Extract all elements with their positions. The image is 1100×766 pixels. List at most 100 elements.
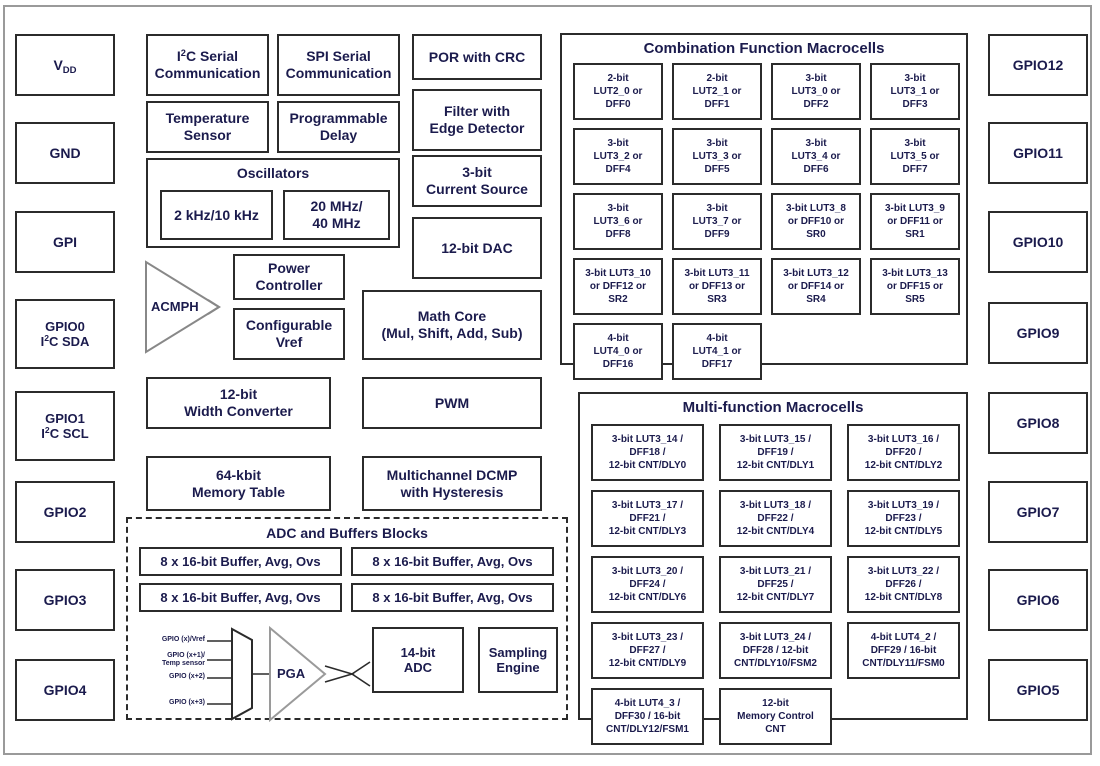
mux-input-label-3: GPIO (x+3)	[145, 699, 205, 707]
multifunction-macrocell-3[interactable]: 3-bit LUT3_17 /DFF21 /12-bit CNT/DLY3	[591, 490, 704, 547]
multifunction-macrocell-8-label: 3-bit LUT3_22 /DFF26 /12-bit CNT/DLY8	[864, 566, 943, 603]
pin-gpio10-label: GPIO10	[1012, 233, 1064, 250]
pin-gpio0[interactable]: GPIO0 I2C SDA	[15, 299, 115, 369]
block-dac[interactable]: 12-bit DAC	[412, 217, 542, 279]
pin-gnd[interactable]: GND	[15, 122, 115, 184]
multifunction-macrocell-7[interactable]: 3-bit LUT3_21 /DFF25 /12-bit CNT/DLY7	[719, 556, 832, 613]
pin-gnd-label: GND	[49, 144, 81, 161]
spi-serial-line2: Communication	[285, 65, 392, 81]
multifunction-macrocell-7-label: 3-bit LUT3_21 /DFF25 /12-bit CNT/DLY7	[736, 566, 815, 603]
pin-vdd[interactable]: VDD	[15, 34, 115, 96]
block-osc-low-frequency[interactable]: 2 kHz/10 kHz	[160, 190, 273, 240]
pin-gpi-label: GPI	[52, 233, 78, 250]
multifunction-macrocell-9[interactable]: 3-bit LUT3_23 /DFF27 /12-bit CNT/DLY9	[591, 622, 704, 679]
pin-gpio12[interactable]: GPIO12	[988, 34, 1088, 96]
sampling-engine-line2: Engine	[496, 660, 540, 675]
block-por-with-crc[interactable]: POR with CRC	[412, 34, 542, 80]
configurable-vref-line1: Configurable	[245, 317, 333, 334]
block-adc[interactable]: 14-bit ADC	[372, 627, 464, 693]
block-filter-edge-detector[interactable]: Filter with Edge Detector	[412, 89, 542, 151]
adc-buffer-4[interactable]: 8 x 16-bit Buffer, Avg, Ovs	[351, 583, 554, 612]
multifunction-macrocell-5[interactable]: 3-bit LUT3_19 /DFF23 /12-bit CNT/DLY5	[847, 490, 960, 547]
block-multichannel-dcmp[interactable]: Multichannel DCMP with Hysteresis	[362, 456, 542, 511]
pin-gpio5[interactable]: GPIO5	[988, 659, 1088, 721]
pin-gpi[interactable]: GPI	[15, 211, 115, 273]
adc-buffer-1-label: 8 x 16-bit Buffer, Avg, Ovs	[160, 553, 321, 569]
power-controller-line1: Power	[267, 260, 310, 277]
pin-gpio9[interactable]: GPIO9	[988, 302, 1088, 364]
adc-buffer-3-label: 8 x 16-bit Buffer, Avg, Ovs	[160, 589, 321, 605]
pin-gpio8-label: GPIO8	[1016, 414, 1060, 431]
pin-gpio2[interactable]: GPIO2	[15, 481, 115, 543]
mux-input-2-text: GPIO (x+2)	[169, 673, 205, 680]
block-configurable-vref[interactable]: Configurable Vref	[233, 308, 345, 360]
block-power-controller[interactable]: Power Controller	[233, 254, 345, 300]
pin-gpio6[interactable]: GPIO6	[988, 569, 1088, 631]
filter-edge-line2: Edge Detector	[429, 120, 525, 136]
pin-gpio1-label: GPIO1	[45, 410, 85, 426]
pin-gpio3[interactable]: GPIO3	[15, 569, 115, 631]
block-current-source[interactable]: 3-bit Current Source	[412, 155, 542, 207]
multifunction-macrocell-2[interactable]: 3-bit LUT3_16 /DFF20 /12-bit CNT/DLY2	[847, 424, 960, 481]
block-math-core[interactable]: Math Core (Mul, Shift, Add, Sub)	[362, 290, 542, 360]
multifunction-macrocell-4-label: 3-bit LUT3_18 /DFF22 /12-bit CNT/DLY4	[736, 500, 815, 537]
block-pwm[interactable]: PWM	[362, 377, 542, 429]
pin-gpio11[interactable]: GPIO11	[988, 122, 1088, 184]
pin-gpio8[interactable]: GPIO8	[988, 392, 1088, 454]
multifunction-macrocell-8[interactable]: 3-bit LUT3_22 /DFF26 /12-bit CNT/DLY8	[847, 556, 960, 613]
combination-macrocells-title: Combination Function Macrocells	[643, 40, 885, 57]
multifunction-macrocell-0[interactable]: 3-bit LUT3_14 /DFF18 /12-bit CNT/DLY0	[591, 424, 704, 481]
adc-buffer-2[interactable]: 8 x 16-bit Buffer, Avg, Ovs	[351, 547, 554, 576]
temp-sensor-line1: Temperature	[165, 110, 250, 127]
pin-gpio7[interactable]: GPIO7	[988, 481, 1088, 543]
memory-table-line2: Memory Table	[191, 483, 286, 500]
prog-delay-line2: Delay	[319, 127, 358, 143]
i2c-serial-line1: I2C Serial	[176, 48, 239, 65]
pin-gpio4[interactable]: GPIO4	[15, 659, 115, 721]
block-i2c-serial-communication[interactable]: I2C Serial Communication	[146, 34, 269, 96]
multifunction-macrocell-1[interactable]: 3-bit LUT3_15 /DFF19 /12-bit CNT/DLY1	[719, 424, 832, 481]
adc-buffers-title: ADC and Buffers Blocks	[266, 525, 428, 541]
block-width-converter[interactable]: 12-bit Width Converter	[146, 377, 331, 429]
pin-gpio1[interactable]: GPIO1 I2C SCL	[15, 391, 115, 461]
block-temperature-sensor[interactable]: Temperature Sensor	[146, 101, 269, 153]
filter-edge-line1: Filter with	[443, 103, 511, 120]
block-spi-serial-communication[interactable]: SPI Serial Communication	[277, 34, 400, 96]
block-osc-high-frequency[interactable]: 20 MHz/ 40 MHz	[283, 190, 390, 240]
block-programmable-delay[interactable]: Programmable Delay	[277, 101, 400, 153]
block-sampling-engine[interactable]: Sampling Engine	[478, 627, 558, 693]
multifunction-macrocell-4[interactable]: 3-bit LUT3_18 /DFF22 /12-bit CNT/DLY4	[719, 490, 832, 547]
multifunction-macrocell-6[interactable]: 3-bit LUT3_20 /DFF24 /12-bit CNT/DLY6	[591, 556, 704, 613]
pin-gpio10[interactable]: GPIO10	[988, 211, 1088, 273]
adc-buffer-3[interactable]: 8 x 16-bit Buffer, Avg, Ovs	[139, 583, 342, 612]
adc-buffer-1[interactable]: 8 x 16-bit Buffer, Avg, Ovs	[139, 547, 342, 576]
block-memory-table[interactable]: 64-kbit Memory Table	[146, 456, 331, 511]
